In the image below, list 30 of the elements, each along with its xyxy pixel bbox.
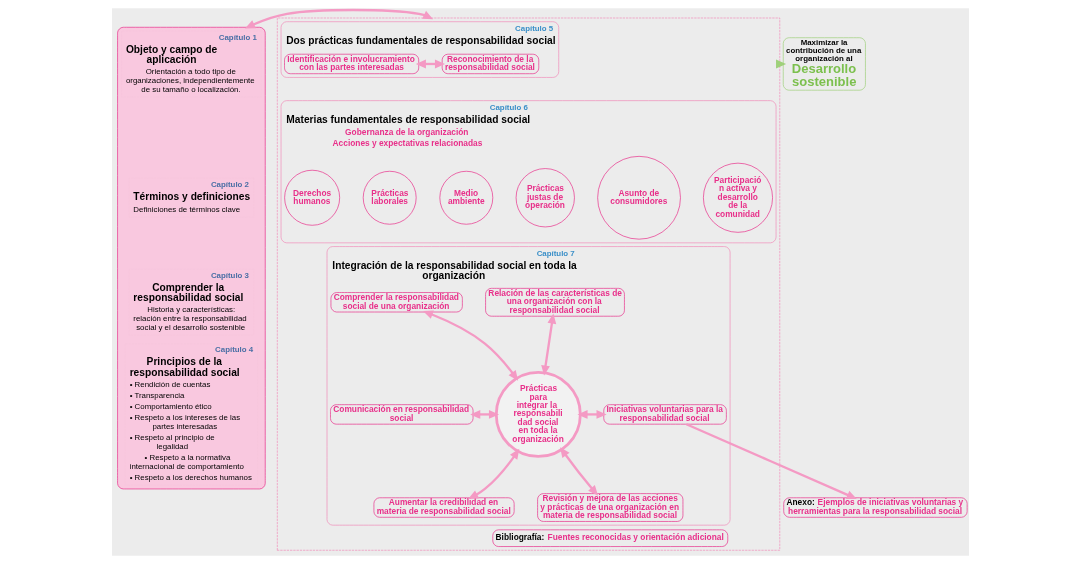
node-text: Capítulo 2 Términos y definiciones Definiciones de términos clave [133,179,251,214]
node-circle: Asunto de consumidores [597,156,681,240]
node-circle: Prácticas justas de operación [515,168,575,228]
node-text: Capítulo 4 Principios de la responsabilidad social • Rendición de cuentas • Transparencia • Comportamiento ético • Respeto a los intereses de las partes interesadas • Respeto al principio de legalidad • Respeto a la normativa internacional de comportamiento • Respeto a los derechos humanos [129,345,254,483]
node-box: Maximizar la contribución de una organización al Desarrollo sostenible [782,37,866,91]
node-box: Bibliografía: Fuentes reconocidas y orientación adicional [492,529,729,547]
node-box: Identificación e involucramiento con las partes interesadas [284,53,420,75]
node-circle: Derechos humanos [284,169,341,226]
arrow [685,423,857,499]
node-box: Relación de las características de una organización con la responsabilidad social [485,288,625,317]
node-circle: Participación activa y desarrollo de la comunidad [703,162,773,233]
node-box: Comprender la responsabilidad social de una organización [330,292,463,313]
node-box: Aumentar la credibilidad en materia de responsabilidad social [373,497,515,518]
node-circle: Medio ambiente [439,170,494,225]
cluster [117,26,266,490]
arrow [470,410,500,419]
arrow [245,8,434,29]
arrow [577,410,607,419]
node-box: Iniciativas voluntarias para la responsabilidad social [603,404,727,425]
arrow [560,447,599,496]
arrow [468,448,520,500]
node-box: Comunicación en responsabilidad social [330,404,474,425]
node-text: Capítulo 3 Comprender la responsabilidad social Historia y características: relación entre la responsabilidad social y el desarrollo sostenible [133,270,249,332]
node-box: Revisión y mejora de las acciones y prácticas de una organización en materia de responsabilidad social [537,493,684,522]
arrow [422,310,519,381]
node-circle: Prácticas laborales [362,170,417,225]
arrow [541,313,557,376]
node-box: Anexo: Ejemplos de iniciativas voluntarias y herramientas para la responsabilidad social [783,497,968,518]
node-box: Reconocimiento de la responsabilidad social [441,53,540,75]
node-text: Capítulo 1 Objeto y campo de aplicación Orientación a todo tipo de organizaciones, independientemente de su tamaño o localización. [125,32,257,94]
